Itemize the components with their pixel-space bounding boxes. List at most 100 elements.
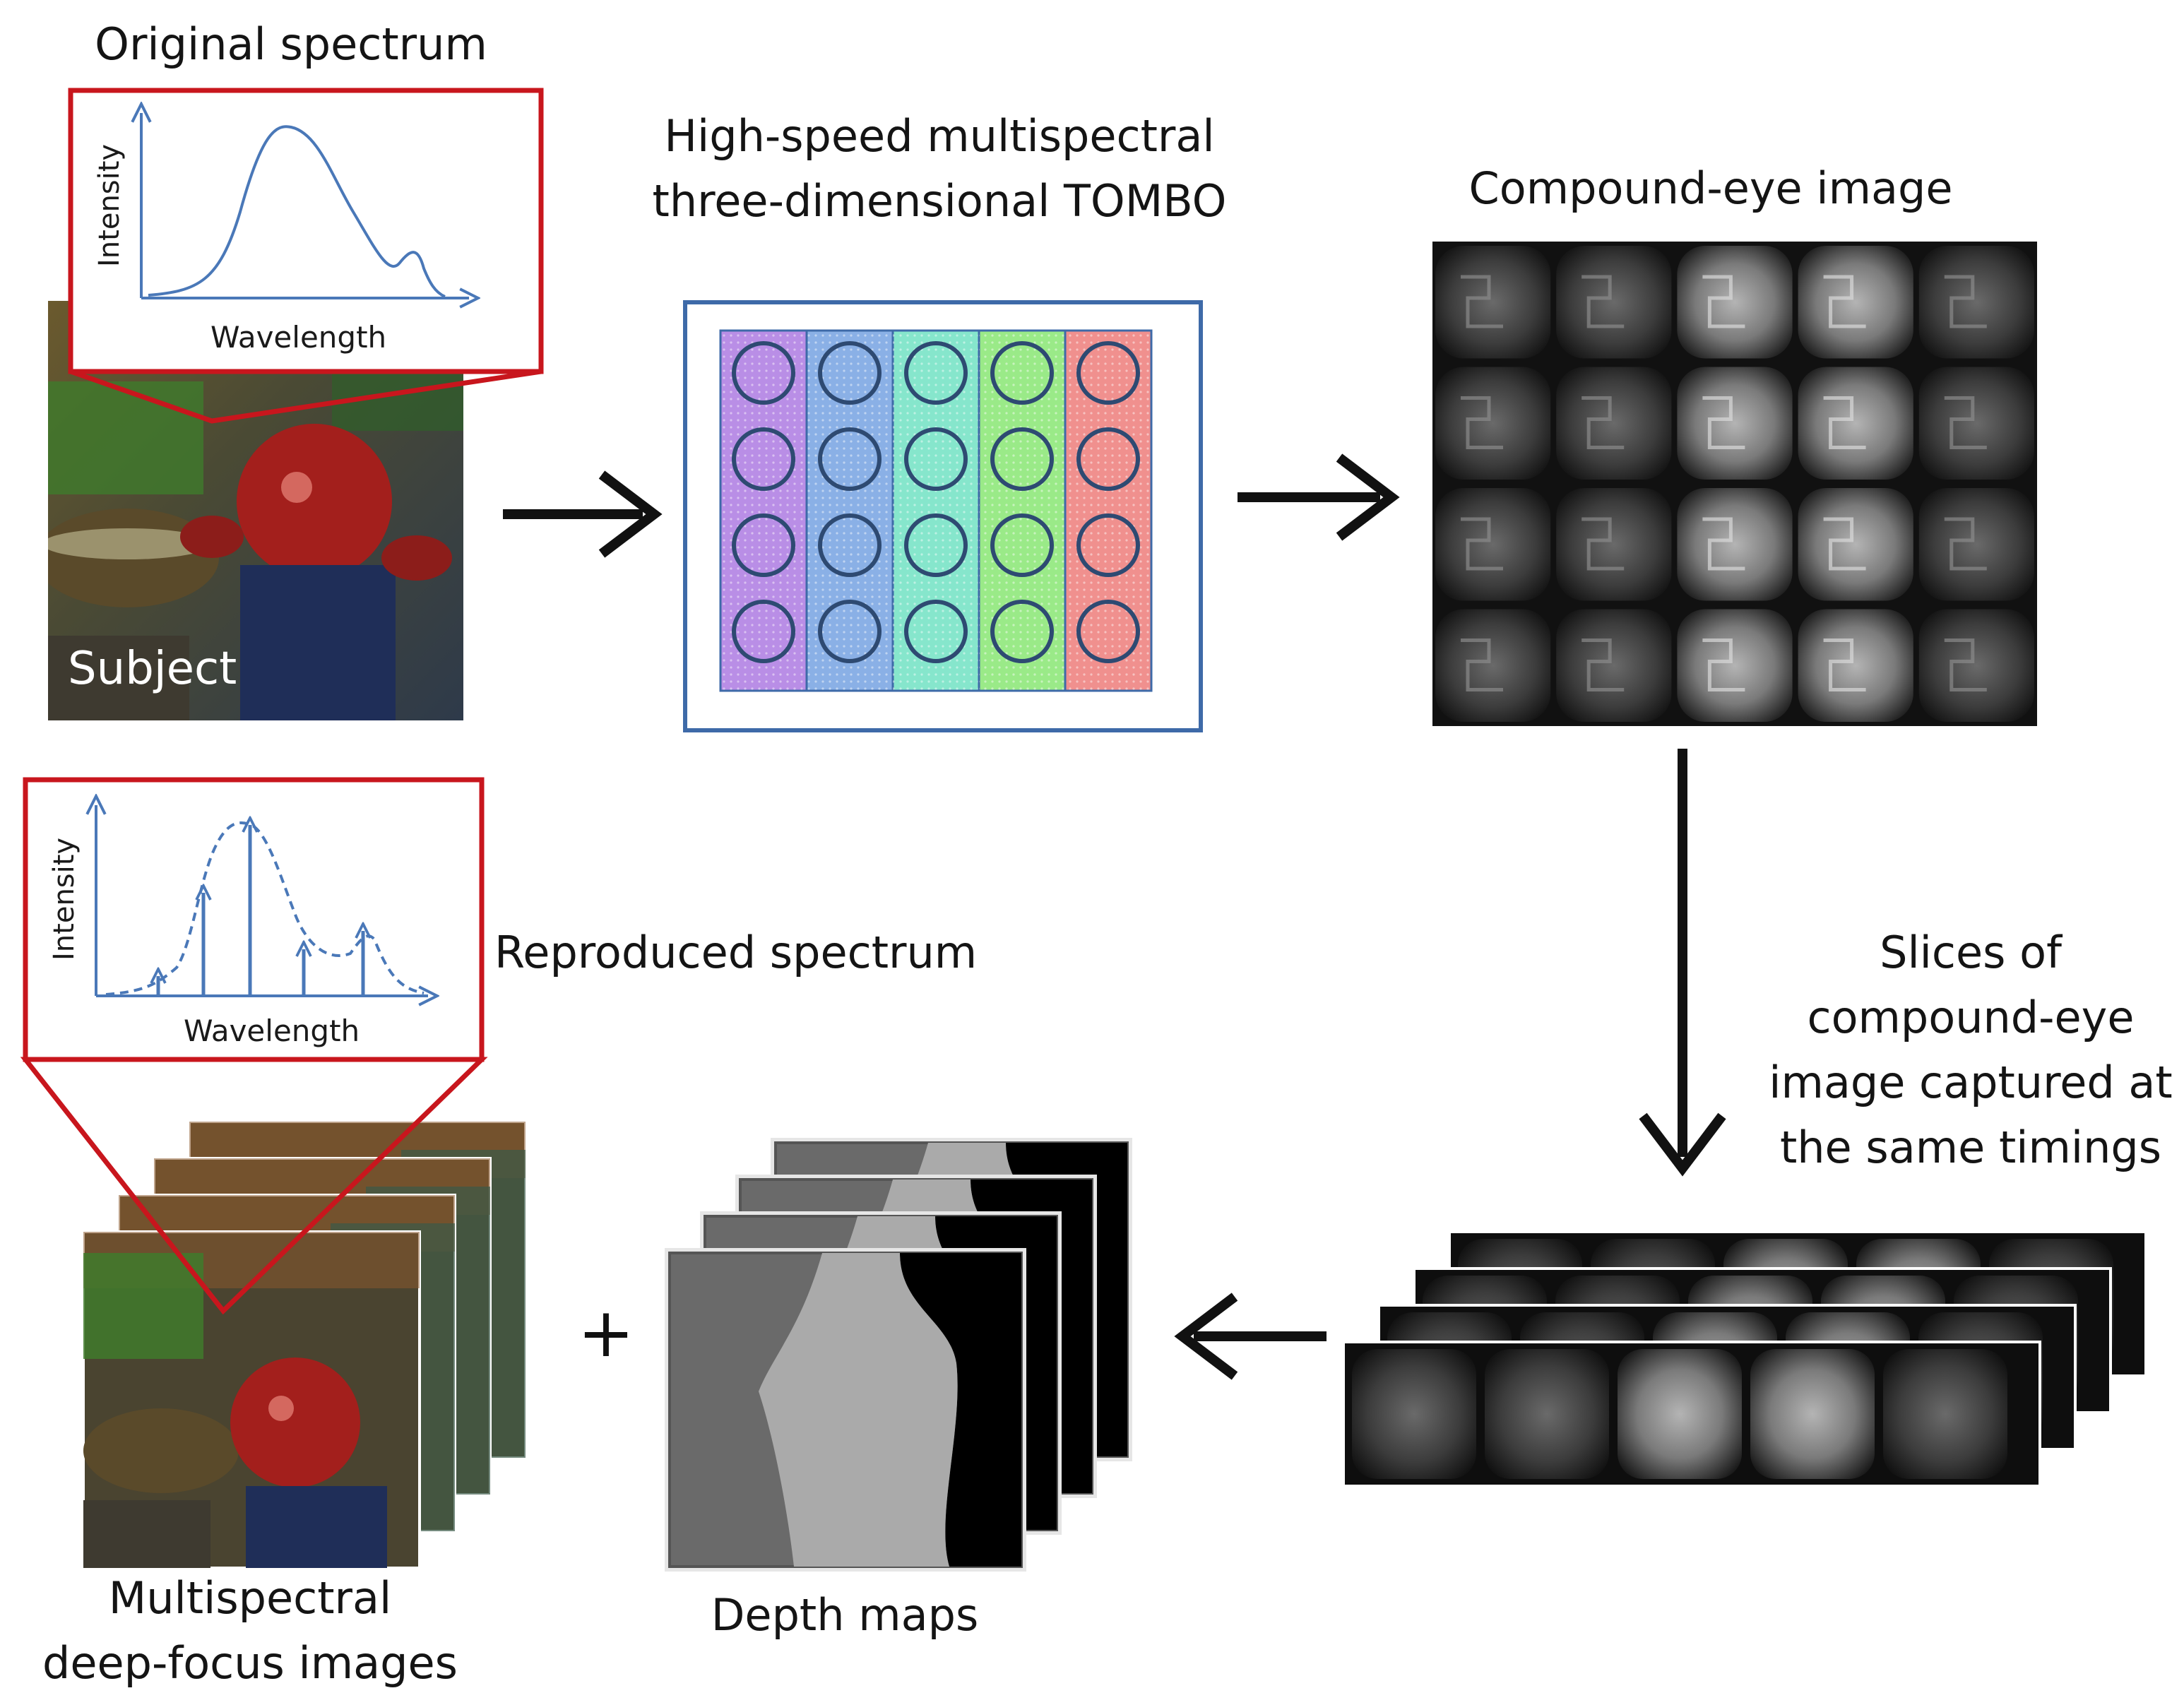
original-spectrum-inset: Intensity Wavelength: [68, 88, 544, 374]
lens-circle: [990, 513, 1054, 577]
subimage-detail: [1944, 275, 1987, 328]
compound-eye-subimage: [1435, 367, 1551, 480]
subimage-detail: [1461, 638, 1503, 691]
lens-circle: [904, 341, 968, 405]
subimage-detail: [1581, 517, 1625, 571]
subimage-detail: [1581, 275, 1625, 328]
original-xlabel: Wavelength: [210, 320, 386, 355]
multispectral-title-line1: Multispectral: [109, 1572, 391, 1624]
compound-eye-subimage: [1556, 488, 1672, 601]
compound-eye-subimage: [1435, 246, 1551, 359]
compound-eye-subimage: [1677, 367, 1793, 480]
compound-eye-subimage: [1677, 488, 1793, 601]
lens-circle: [818, 341, 882, 405]
tombo-device: [683, 300, 1203, 732]
subimage-detail: [1581, 396, 1625, 449]
compound-eye-subimage: [1556, 609, 1672, 722]
multispectral-image: [82, 1230, 421, 1569]
original-ylabel: Intensity: [93, 144, 126, 267]
lens-circle: [990, 427, 1054, 491]
slices-title-line1: Slices of: [1880, 927, 2063, 978]
original-spectrum-title: Original spectrum: [95, 18, 487, 70]
slices-title-line3: image captured at: [1769, 1057, 2173, 1108]
red-ball: [230, 1358, 360, 1487]
lens-circle: [818, 427, 882, 491]
compound-eye-slice: [1342, 1341, 2041, 1487]
compound-eye-title: Compound-eye image: [1468, 162, 1952, 214]
subimage-detail: [1944, 638, 1987, 691]
tombo-title-line2: three-dimensional TOMBO: [653, 175, 1227, 227]
subimage-detail: [1461, 517, 1503, 571]
lens-circle: [1076, 427, 1140, 491]
subimage-detail: [1702, 275, 1745, 328]
slice-subimage: [1618, 1349, 1742, 1479]
plus-sign: +: [578, 1293, 634, 1372]
arrow-subject-to-tombo: [503, 470, 663, 558]
lens-circle: [904, 427, 968, 491]
lens-circle: [1076, 513, 1140, 577]
compound-eye-subimage: [1918, 609, 2034, 722]
slices-title-line4: the same timings: [1780, 1122, 2161, 1173]
lens-circle: [818, 513, 882, 577]
blue-body: [246, 1486, 387, 1568]
lens-circle: [1076, 341, 1140, 405]
tombo-title-line1: High-speed multispectral: [664, 110, 1214, 162]
subimage-detail: [1944, 517, 1987, 571]
compound-eye-subimage: [1435, 609, 1551, 722]
compound-eye-subimage: [1435, 488, 1551, 601]
compound-eye-subimage: [1677, 246, 1793, 359]
sampled-spectrum-bars: [158, 825, 363, 996]
reproduced-xlabel: Wavelength: [184, 1014, 360, 1048]
highlight: [268, 1396, 294, 1421]
lens-circle: [732, 341, 795, 405]
depth-maps-stack: [665, 1138, 1132, 1572]
subimage-detail: [1702, 396, 1745, 449]
subimage-detail: [1823, 638, 1866, 691]
lens-circle: [990, 600, 1054, 663]
lens-circle: [904, 600, 968, 663]
lens-circle: [818, 600, 882, 663]
lens-circle: [732, 513, 795, 577]
slices-title-line2: compound-eye: [1807, 992, 2134, 1043]
multispectral-images-stack: [82, 1120, 527, 1569]
compound-eye-subimages: [1435, 246, 2034, 722]
lens-circle: [732, 427, 795, 491]
lens-circle: [732, 600, 795, 663]
compound-eye-subimage: [1677, 609, 1793, 722]
slice-subimage: [1883, 1349, 2007, 1479]
filter-array: [719, 329, 1153, 692]
arrow-compound-to-slices: [1639, 749, 1726, 1177]
compound-eye-subimage: [1918, 246, 2034, 359]
subimage-detail: [1823, 396, 1866, 449]
lens-circle: [990, 341, 1054, 405]
subimage-detail: [1461, 275, 1503, 328]
basket: [83, 1408, 239, 1493]
multispectral-title-line2: deep-focus images: [42, 1637, 458, 1689]
compound-eye-subimage: [1798, 609, 1913, 722]
slice-subimage: [1485, 1349, 1609, 1479]
subimage-detail: [1823, 517, 1866, 571]
reproduced-spectrum-title: Reproduced spectrum: [494, 927, 977, 978]
subimage-detail: [1581, 638, 1625, 691]
compound-eye-subimage: [1556, 367, 1672, 480]
original-spectrum-curve: [148, 125, 446, 298]
compound-eye-subimage: [1556, 246, 1672, 359]
slice-subimage: [1750, 1349, 1875, 1479]
slice-subimage: [1352, 1349, 1476, 1479]
compound-eye-image: [1432, 242, 2037, 726]
subimage-detail: [1702, 517, 1745, 571]
depth-far-region: [900, 1253, 1021, 1567]
subimage-detail: [1702, 638, 1745, 691]
subimage-detail: [1823, 275, 1866, 328]
arrow-tombo-to-compound: [1238, 453, 1400, 541]
green-region: [83, 1253, 203, 1359]
depth-maps-title: Depth maps: [711, 1589, 979, 1641]
compound-eye-subimage: [1918, 488, 2034, 601]
compound-eye-subimage: [1798, 488, 1913, 601]
subimage-detail: [1461, 396, 1503, 449]
compound-eye-subimage: [1918, 367, 2034, 480]
reproduced-ylabel: Intensity: [48, 838, 81, 961]
dark-base: [83, 1500, 210, 1568]
subimage-detail: [1944, 396, 1987, 449]
